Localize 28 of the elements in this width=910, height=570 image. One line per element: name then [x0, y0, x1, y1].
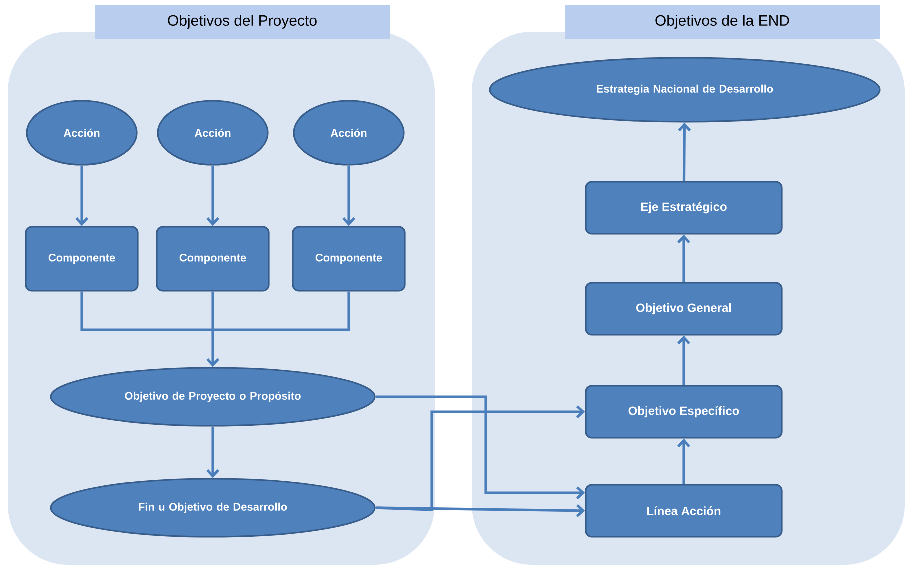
ellipse-node: Acción	[26, 100, 138, 166]
node-label: Objetivos de la END	[656, 15, 790, 29]
ellipse-node: Objetivo de Proyecto o Propósito	[50, 367, 376, 427]
process-box: Componente	[156, 226, 270, 292]
ellipse-node: Acción	[157, 100, 269, 166]
connector-line	[213, 292, 350, 332]
process-box: Eje Estratégico	[585, 181, 783, 235]
node-label: Objetivos del Proyecto	[168, 15, 317, 29]
process-box: Componente	[292, 226, 406, 292]
arrow	[678, 336, 690, 386]
arrow	[342, 166, 356, 226]
ellipse-node: Fin u Objetivo de Desarrollo	[50, 478, 376, 538]
arrow	[76, 166, 88, 226]
arrow	[376, 504, 586, 518]
process-box: Objetivo Específico	[585, 385, 783, 439]
arrow	[678, 234, 690, 282]
ellipse-node: Acción	[293, 100, 405, 166]
process-box: Componente	[25, 226, 139, 292]
arrow	[206, 292, 220, 368]
arrow	[206, 426, 220, 478]
arrow	[376, 396, 586, 500]
arrow	[678, 122, 692, 182]
connector-line	[80, 292, 213, 332]
process-box: Objetivo General	[585, 282, 783, 336]
arrow	[206, 166, 220, 226]
process-box: Línea Acción	[585, 484, 783, 538]
ellipse-node: Estrategia Nacional de Desarrollo	[489, 57, 881, 123]
arrow	[678, 438, 690, 484]
